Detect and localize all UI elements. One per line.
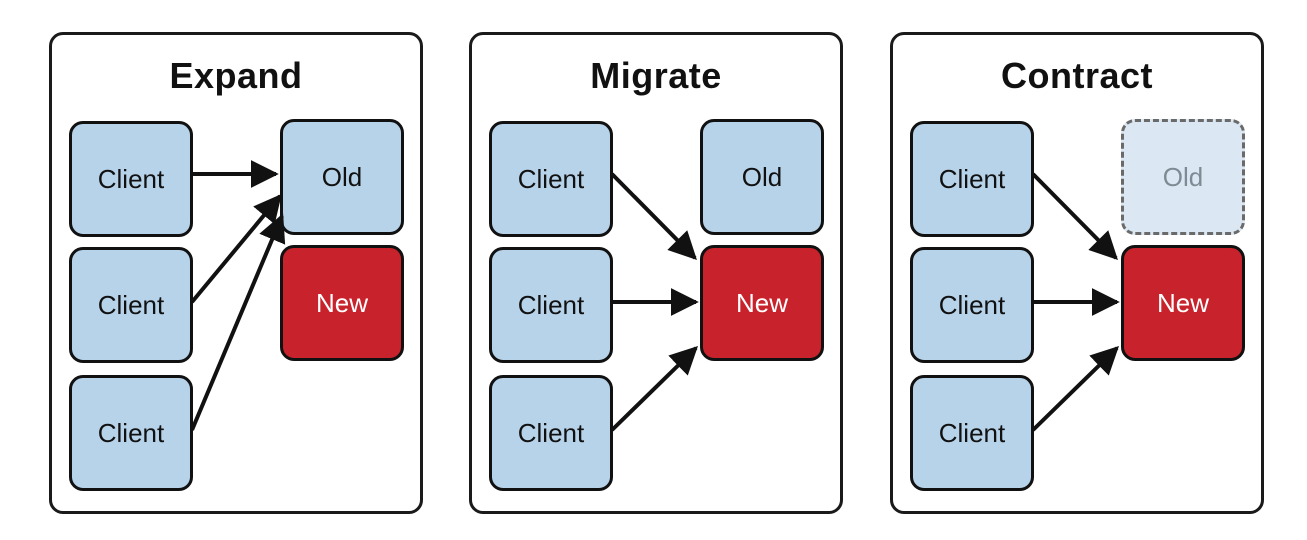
panel-title: Contract [1000, 55, 1153, 96]
client-box: Client [489, 247, 613, 363]
client-box: Client [69, 247, 193, 363]
panel-title: Migrate [590, 55, 722, 96]
panel-title: Expand [169, 55, 303, 96]
old-service-box: Old [280, 119, 404, 235]
client-box: Client [489, 121, 613, 237]
client-box: Client [69, 121, 193, 237]
new-service-box: New [1121, 245, 1245, 361]
old-service-box: Old [700, 119, 824, 235]
removed-old-service-box: Old [1121, 119, 1245, 235]
new-service-box: New [280, 245, 404, 361]
migrate-panel: Migrate Client Client Client Old New [469, 32, 843, 514]
new-service-box: New [700, 245, 824, 361]
client-box: Client [910, 247, 1034, 363]
client-box: Client [910, 375, 1034, 491]
expand-panel: Expand Client Client Client Old New [49, 32, 423, 514]
client-box: Client [69, 375, 193, 491]
contract-panel: Contract Client Client Client Old New [890, 32, 1264, 514]
client-box: Client [910, 121, 1034, 237]
client-box: Client [489, 375, 613, 491]
